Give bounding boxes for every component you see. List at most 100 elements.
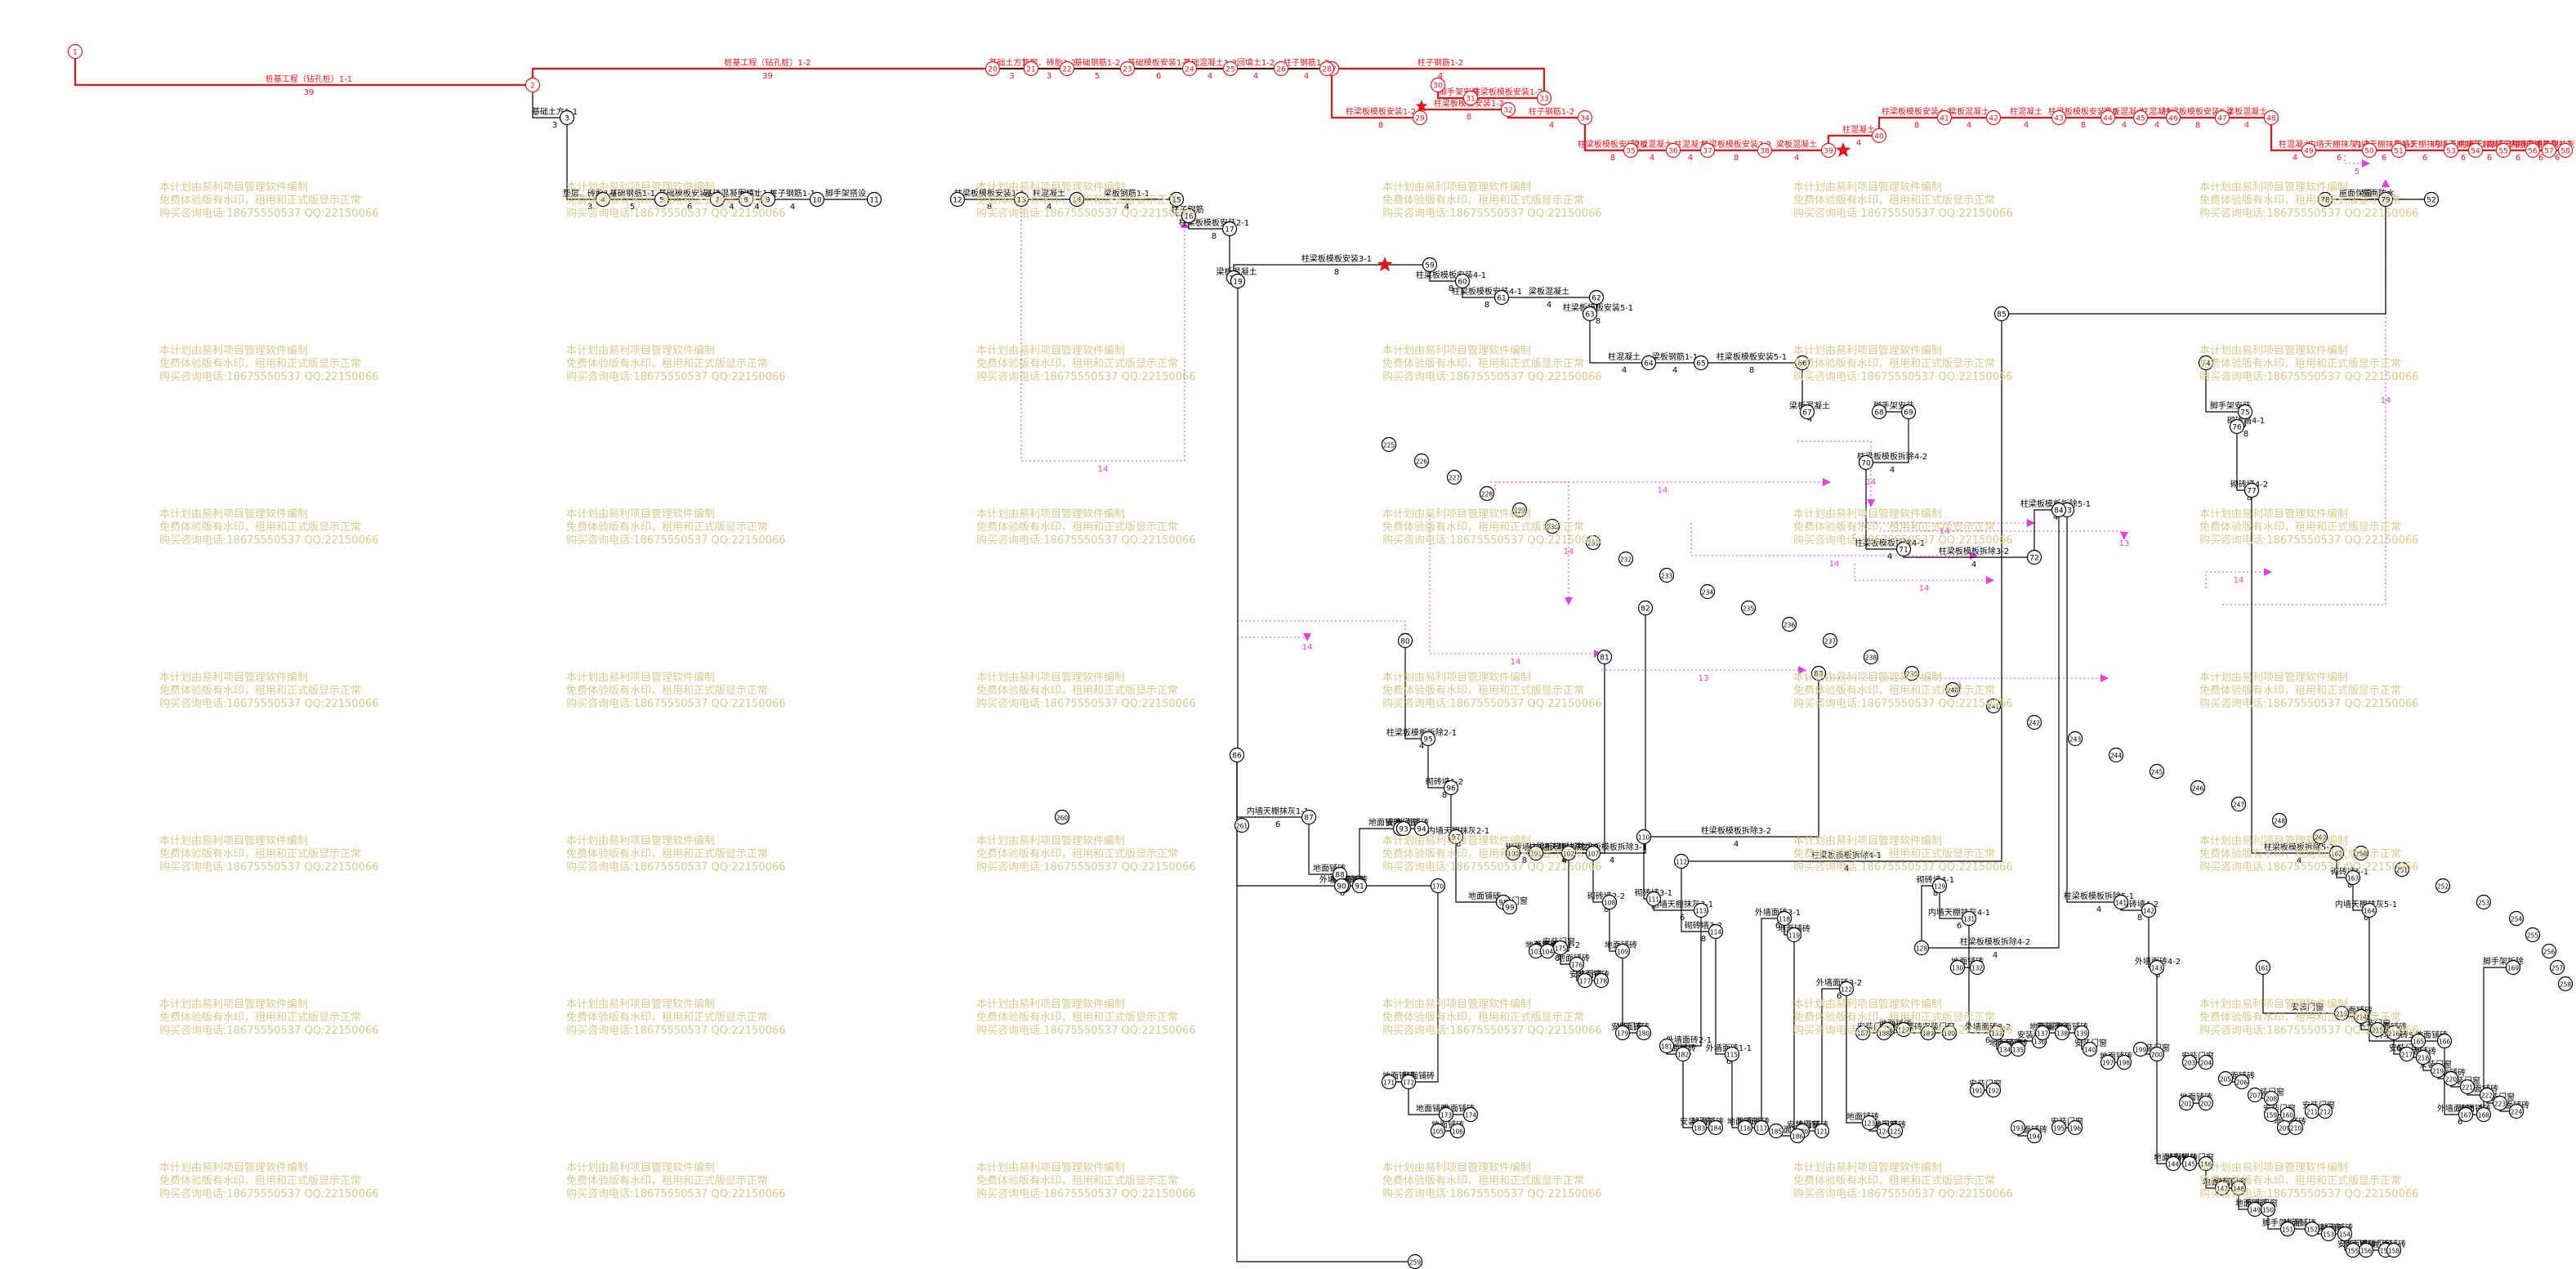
milestone-stars bbox=[1377, 100, 1851, 272]
activity-link bbox=[1236, 755, 1416, 1265]
event-node: 145 bbox=[2181, 1155, 2198, 1172]
event-node: 161 bbox=[2255, 959, 2271, 976]
event-node-number: 111 bbox=[1648, 896, 1660, 904]
event-node: 135 bbox=[2010, 1041, 2026, 1057]
activity-name: 梁板混凝土 bbox=[1632, 139, 1672, 150]
activity-duration: 4 bbox=[1208, 72, 1212, 81]
event-node-number: 224 bbox=[2511, 1109, 2523, 1116]
virtual-link bbox=[1490, 481, 1573, 605]
activity-duration: 3 bbox=[1009, 72, 1014, 81]
event-node: 20 bbox=[984, 60, 1001, 77]
event-node: 55 bbox=[2495, 142, 2511, 159]
activity-name: 基础钢筋1-1 bbox=[609, 188, 655, 199]
event-node-number: 40 bbox=[1874, 133, 1884, 141]
event-node-number: 238 bbox=[1865, 655, 1877, 662]
activity-link bbox=[2368, 910, 2419, 1044]
event-node: 241 bbox=[1985, 698, 2002, 714]
activity-name: 内墙天棚抹灰1-2 bbox=[2394, 139, 2456, 150]
virtual-link-lag: 14 bbox=[1829, 560, 1840, 569]
event-node-number: 124 bbox=[1878, 1128, 1891, 1136]
event-node: 17 bbox=[1221, 221, 1238, 237]
event-node: 253 bbox=[2476, 894, 2492, 910]
event-node-number: 36 bbox=[1668, 148, 1678, 156]
activity-name: 柱子钢筋1-1 bbox=[770, 188, 815, 199]
event-node: 173 bbox=[1438, 1106, 1454, 1123]
event-node-number: 31 bbox=[1466, 96, 1475, 104]
event-node: 63 bbox=[1582, 306, 1598, 322]
event-node: 255 bbox=[2525, 927, 2541, 943]
event-node: 165 bbox=[2410, 1033, 2426, 1049]
event-node-number: 170 bbox=[1432, 883, 1444, 891]
event-node-number: 3 bbox=[565, 115, 569, 123]
event-node-number: 17 bbox=[1225, 226, 1234, 235]
activity-duration: 8 bbox=[2081, 121, 2086, 130]
event-node: 36 bbox=[1665, 142, 1681, 159]
virtual-link bbox=[1854, 564, 1994, 584]
event-node-number: 202 bbox=[2200, 1101, 2212, 1108]
event-node-number: 157 bbox=[2380, 1248, 2392, 1255]
activity-duration: 6 bbox=[1340, 889, 1345, 898]
event-node-number: 213 bbox=[2336, 1011, 2348, 1018]
event-node-number: 191 bbox=[1971, 1088, 1984, 1095]
event-node: 139 bbox=[2074, 1025, 2090, 1041]
activity-link bbox=[2001, 199, 2386, 317]
activity-duration: 4 bbox=[2053, 513, 2058, 522]
event-node-number: 178 bbox=[1596, 978, 1608, 985]
event-node-number: 165 bbox=[2413, 1039, 2425, 1046]
event-node-number: 11 bbox=[869, 197, 878, 205]
event-node-number: 22 bbox=[1062, 66, 1071, 74]
event-node-number: 77 bbox=[2247, 488, 2256, 496]
event-node: 193 bbox=[2010, 1119, 2026, 1136]
activity-name: 柱梁板模板拆除3-2 bbox=[1701, 825, 1771, 836]
event-node-number: 54 bbox=[2471, 148, 2480, 156]
activity-link bbox=[1408, 1082, 1447, 1118]
event-node: 176 bbox=[1569, 956, 1585, 972]
event-node: 33 bbox=[1536, 90, 1552, 106]
activity-duration: 4 bbox=[1419, 742, 1424, 751]
activity-duration: 8 bbox=[1449, 284, 1453, 293]
activity-link bbox=[74, 51, 534, 89]
event-node: 191 bbox=[1969, 1082, 1985, 1098]
event-node: 115 bbox=[1724, 1046, 1740, 1062]
activity-link bbox=[1583, 118, 1632, 154]
event-node: 146 bbox=[2198, 1155, 2214, 1172]
event-node-number: 180 bbox=[1638, 1030, 1650, 1038]
event-node: 152 bbox=[2304, 1221, 2320, 1237]
event-node-number: 4 bbox=[600, 197, 605, 205]
event-node-number: 158 bbox=[2388, 1248, 2400, 1255]
event-node: 34 bbox=[1577, 109, 1593, 126]
milestone-star-icon bbox=[1377, 257, 1393, 272]
event-node: 247 bbox=[2230, 796, 2247, 812]
event-node-number: 37 bbox=[1703, 148, 1712, 156]
event-node-number: 90 bbox=[1337, 883, 1346, 891]
event-node-number: 207 bbox=[2249, 1093, 2261, 1100]
event-node: 56 bbox=[2525, 142, 2541, 159]
event-node: 251 bbox=[2394, 861, 2410, 878]
milestone-star-icon bbox=[1835, 142, 1851, 158]
event-node: 44 bbox=[2100, 109, 2116, 126]
event-node: 197 bbox=[2100, 1054, 2116, 1070]
virtual-links: 1414141414141414141414131314145 bbox=[1020, 155, 2391, 691]
event-node: 75 bbox=[2237, 404, 2253, 420]
event-node: 216 bbox=[2386, 1025, 2402, 1041]
activity-duration: 4 bbox=[1672, 366, 1677, 375]
activity-duration: 4 bbox=[1253, 72, 1258, 81]
event-node-number: 122 bbox=[1841, 986, 1853, 994]
event-node: 77 bbox=[2243, 482, 2260, 498]
event-node: 67 bbox=[1799, 404, 1815, 420]
event-node: 131 bbox=[1961, 910, 1977, 927]
event-node-number: 138 bbox=[2056, 1030, 2069, 1038]
activity-duration: 6 bbox=[1985, 1036, 1990, 1045]
event-node-number: 113 bbox=[1695, 908, 1708, 915]
event-node: 110 bbox=[1636, 829, 1652, 845]
event-node: 154 bbox=[2337, 1226, 2353, 1242]
virtual-link bbox=[2222, 179, 2390, 605]
event-node-number: 206 bbox=[2236, 1079, 2248, 1087]
event-node: 117 bbox=[1753, 1119, 1770, 1136]
event-node-number: 55 bbox=[2498, 148, 2507, 156]
event-node-number: 97 bbox=[1451, 834, 1460, 842]
event-node-number: 93 bbox=[1399, 826, 1408, 834]
event-node-number: 153 bbox=[2323, 1231, 2335, 1239]
activity-duration: 4 bbox=[1622, 366, 1627, 375]
event-node-number: 247 bbox=[2233, 802, 2245, 809]
